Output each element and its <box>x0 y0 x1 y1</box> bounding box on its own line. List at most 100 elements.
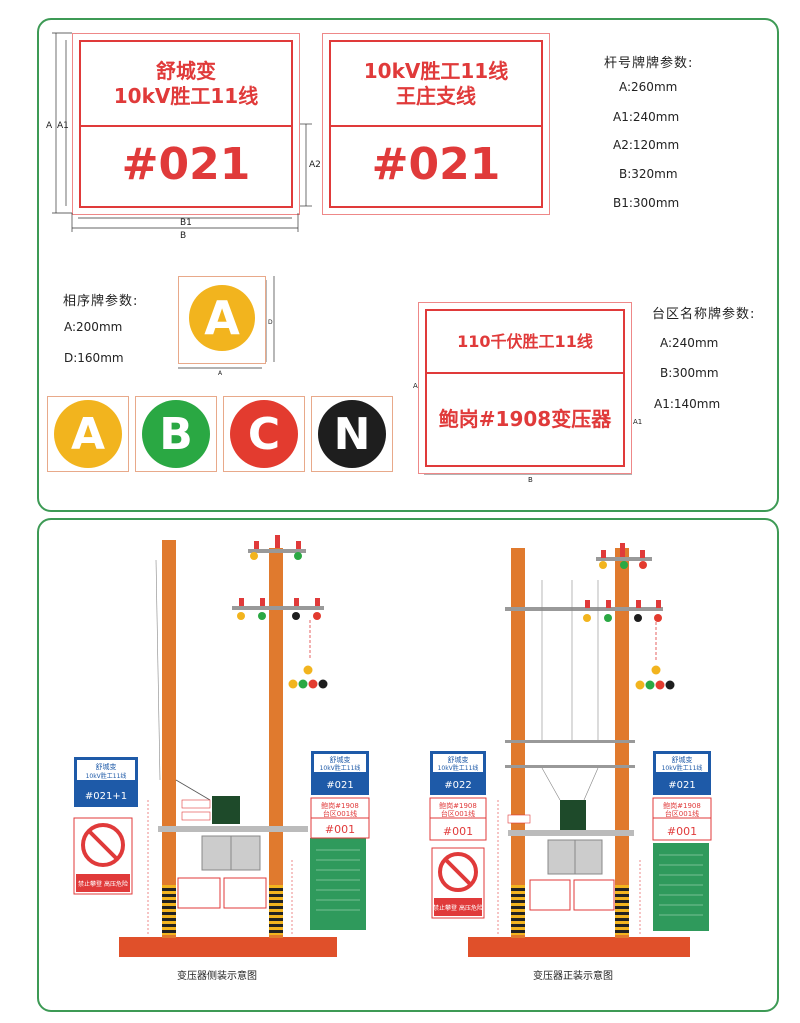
sign-number: #021 <box>371 139 501 190</box>
phase-sample-box: A <box>178 276 266 364</box>
phase-circle-a: A <box>54 400 122 468</box>
dim-label-phase-d: D <box>268 319 273 326</box>
area-sign-line2: 台区001线 <box>665 809 699 818</box>
area-params-title: 台区名称牌参数: <box>652 307 756 322</box>
phase-dot-a <box>583 614 591 622</box>
phase-dot-c <box>313 612 321 620</box>
phase-dot-b <box>294 552 302 560</box>
phase-plate-a: A <box>47 396 129 472</box>
phase-circle-b: B <box>142 400 210 468</box>
phase-dot-n <box>634 614 642 622</box>
blue-sign-line1: 舒城变 <box>96 762 117 771</box>
area-param-item: A1:140mm <box>654 397 721 411</box>
phase-dot-b <box>258 612 266 620</box>
area-sign-line2: 鲍岗#1908变压器 <box>438 407 612 431</box>
area-param-item: B:300mm <box>660 366 719 380</box>
phase-dot-b <box>645 680 655 690</box>
warning-stripes <box>511 885 525 935</box>
phase-dot-c <box>639 561 647 569</box>
crossarm-mid <box>505 607 663 611</box>
pole-param-item: A1:240mm <box>613 110 680 124</box>
blue-sign-line1: 舒城变 <box>672 755 693 764</box>
blue-sign-number: #021 <box>668 780 695 791</box>
blue-sign-line1: 舒城变 <box>448 755 469 764</box>
area-sign-line1: 110千伏胜工11线 <box>427 311 623 374</box>
insulators <box>585 543 661 608</box>
area-sign-number: #001 <box>325 823 355 836</box>
front-mount-diagram: 舒城变 10kV胜工11线 #022 鲍岗#1908 台区001线 #001 禁… <box>429 543 712 957</box>
pole-left <box>162 540 176 938</box>
transformer <box>560 800 586 832</box>
dim-label-phase-a: A <box>218 370 223 377</box>
phase-dot-b <box>620 561 628 569</box>
phase-param-item: D:160mm <box>64 351 124 365</box>
dim-label-area-a1: A1 <box>633 418 642 426</box>
crossarm-low <box>505 740 635 743</box>
phase-circle-c: C <box>230 400 298 468</box>
info-board <box>529 879 571 911</box>
platform <box>158 826 308 832</box>
caption-side-mount: 变压器侧装示意图 <box>177 971 257 982</box>
pole-param-item: A2:120mm <box>613 138 680 152</box>
phase-circle-n: N <box>318 400 386 468</box>
area-sign-line1: 鲍岗#1908 <box>321 801 359 810</box>
blue-sign-line2: 10kV胜工11线 <box>320 764 361 772</box>
area-sign-line2: 台区001线 <box>323 809 357 818</box>
phase-param-item: A:200mm <box>64 320 123 334</box>
side-mount-diagram: 舒城变 10kV胜工11线 #021+1 禁止攀登 高压危险 舒城变 10kV胜… <box>73 535 370 957</box>
phase-dot-c <box>655 680 665 690</box>
warning-stripes <box>162 885 176 935</box>
phase-dot-n <box>665 680 675 690</box>
red-area-sign <box>429 797 487 841</box>
dim-label-a2: A2 <box>309 160 321 170</box>
blue-sign-line2: 10kV胜工11线 <box>662 764 703 772</box>
sign-upper-text: 10kV胜工11线王庄支线 <box>331 42 541 127</box>
phase-params-title: 相序牌参数: <box>63 294 139 309</box>
phase-dot-a <box>288 679 298 689</box>
dim-label-a1: A1 <box>57 121 69 131</box>
platform <box>508 830 634 836</box>
phase-dot-n <box>318 679 328 689</box>
phase-sample-circle: A <box>189 285 255 351</box>
warning-text: 禁止攀登 高压危险 <box>433 904 483 912</box>
concrete-base <box>468 937 690 957</box>
pole-param-item: B1:300mm <box>613 196 680 210</box>
dim-label-b1: B1 <box>180 218 192 228</box>
pole-param-item: A:260mm <box>619 80 678 94</box>
phase-plate-c: C <box>223 396 305 472</box>
info-board <box>223 877 267 909</box>
dim-label-area-b: B <box>528 476 533 484</box>
blue-sign-line1: 舒城变 <box>330 755 351 764</box>
info-board <box>573 879 615 911</box>
area-sign-number: #001 <box>443 825 473 838</box>
area-sign-number: #001 <box>667 825 697 838</box>
area-sign-line1: 鲍岗#1908 <box>663 801 701 810</box>
phase-dot-a <box>303 665 313 675</box>
phase-dot-b <box>604 614 612 622</box>
warning-stripes <box>269 885 283 935</box>
blue-sign-number: #021 <box>326 780 353 791</box>
green-notice-board <box>653 843 709 931</box>
green-notice-board <box>310 838 366 930</box>
phase-dot-b <box>298 679 308 689</box>
pole-param-item: B:320mm <box>619 167 678 181</box>
crossarm-top <box>248 549 306 553</box>
blue-sign-line2: 10kV胜工11线 <box>86 772 127 780</box>
insulators <box>239 535 320 606</box>
caption-front-mount: 变压器正装示意图 <box>533 971 613 982</box>
crossarm-low <box>505 765 635 768</box>
blue-sign-number: #021+1 <box>85 791 127 802</box>
phase-dot-a <box>635 680 645 690</box>
blue-sign-number: #022 <box>444 780 471 791</box>
dim-label-b: B <box>180 231 186 241</box>
phase-dot-c <box>308 679 318 689</box>
dim-label-area-a: A <box>413 382 418 390</box>
concrete-base <box>119 937 337 957</box>
transformer <box>212 796 240 824</box>
phase-dot-a <box>599 561 607 569</box>
phase-dot-a <box>237 612 245 620</box>
phase-plate-n: N <box>311 396 393 472</box>
phase-dot-a <box>651 665 661 675</box>
